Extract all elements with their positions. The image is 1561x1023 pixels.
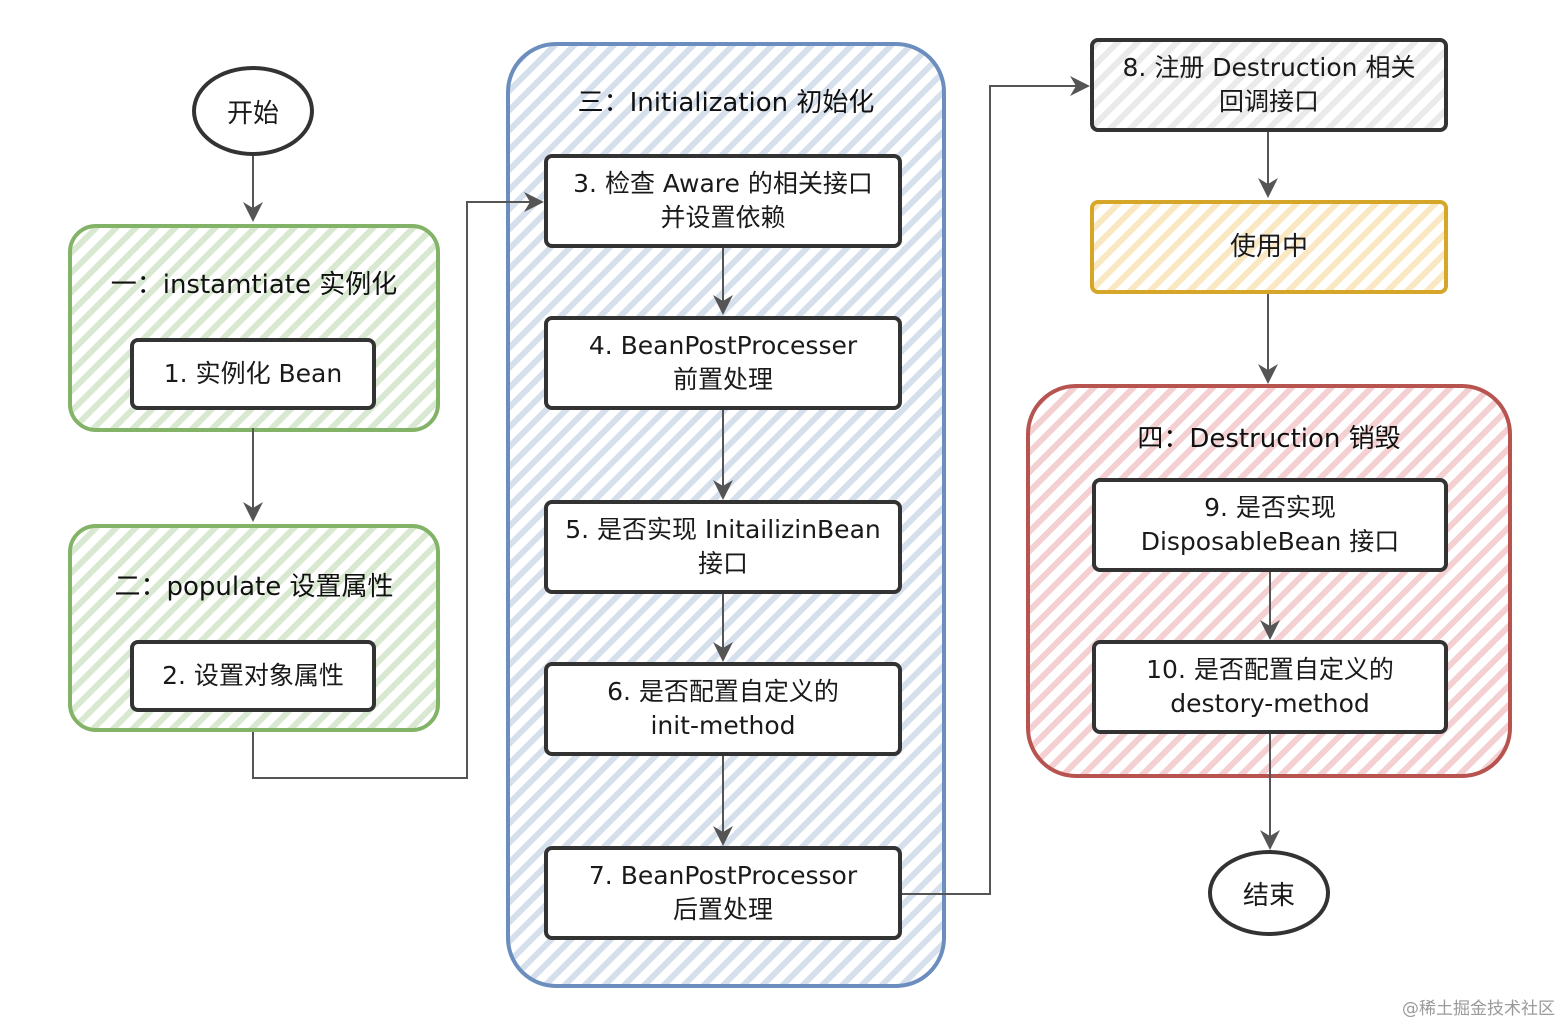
step-4-box: 4. BeanPostProcesser 前置处理 [544,316,902,410]
group-populate-title: 二：populate 设置属性 [114,572,394,602]
step-1-label: 1. 实例化 Bean [163,359,343,388]
group-initialization-title: 三：Initialization 初始化 [577,88,875,118]
step-7-box: 7. BeanPostProcessor 后置处理 [544,846,902,940]
end-node: 结束 [1208,850,1330,936]
step-4-label: 4. BeanPostProcesser 前置处理 [588,331,858,394]
step-1-box: 1. 实例化 Bean [130,338,376,410]
step-3-label: 3. 检查 Aware 的相关接口 并设置依赖 [573,169,873,232]
step-9-label: 9. 是否实现 DisposableBean 接口 [1140,493,1400,556]
group-instantiate-title: 一：instamtiate 实例化 [110,270,398,300]
step-3-box: 3. 检查 Aware 的相关接口 并设置依赖 [544,154,902,248]
in-use-box: 使用中 [1090,200,1448,294]
step-6-box: 6. 是否配置自定义的 init-method [544,662,902,756]
start-node: 开始 [192,66,314,156]
step-5-label: 5. 是否实现 InitailizinBean 接口 [565,515,881,578]
step-10-box: 10. 是否配置自定义的 destory-method [1092,640,1448,734]
step-10-label: 10. 是否配置自定义的 destory-method [1146,655,1394,718]
step-6-label: 6. 是否配置自定义的 init-method [607,677,839,740]
step-8-box: 8. 注册 Destruction 相关 回调接口 [1090,38,1448,132]
watermark: @稀土掘金技术社区 [1402,999,1555,1019]
step-2-box: 2. 设置对象属性 [130,640,376,712]
step-2-label: 2. 设置对象属性 [162,661,344,690]
group-destruction-title: 四：Destruction 销毁 [1137,424,1401,454]
step-7-label: 7. BeanPostProcessor 后置处理 [588,861,858,924]
step-5-box: 5. 是否实现 InitailizinBean 接口 [544,500,902,594]
in-use-label: 使用中 [1229,232,1308,262]
step-8-label: 8. 注册 Destruction 相关 回调接口 [1122,53,1416,116]
step-9-box: 9. 是否实现 DisposableBean 接口 [1092,478,1448,572]
